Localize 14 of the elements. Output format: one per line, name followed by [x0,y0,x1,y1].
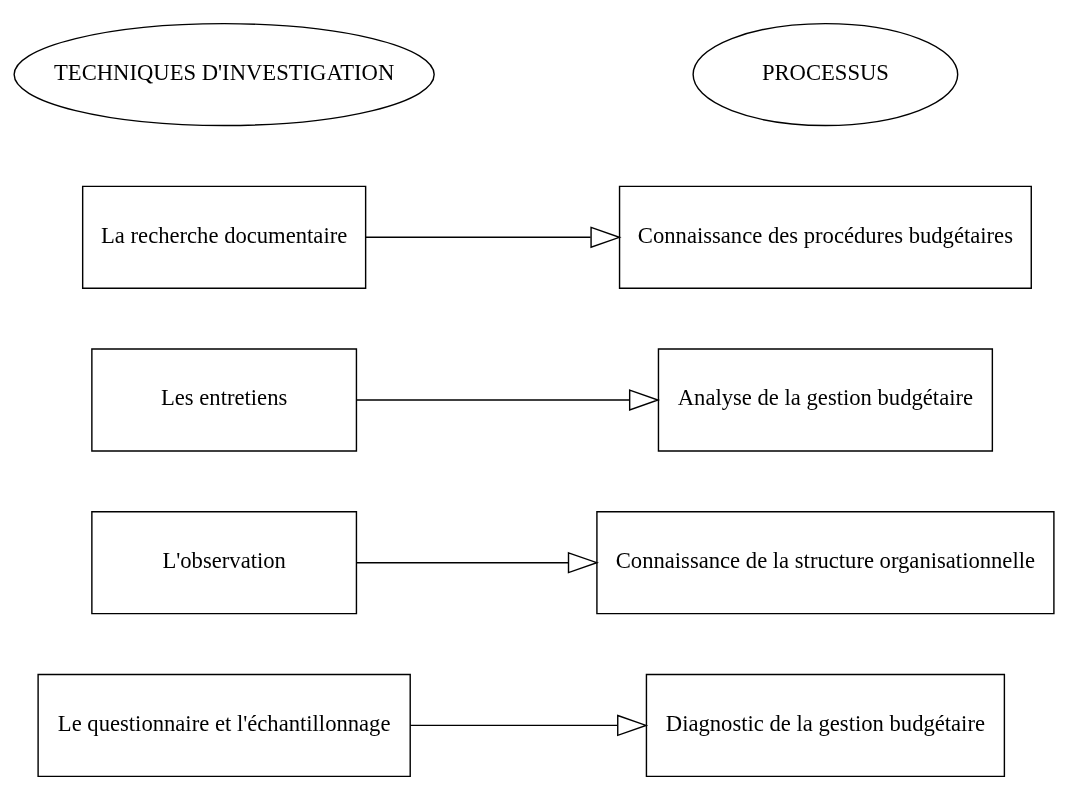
node-ellipse: PROCESSUS [692,22,959,127]
node-box: Analyse de la gestion budgétaire [657,348,994,452]
node-box: Le questionnaire et l'échantillonnage [37,673,411,778]
node-box: Les entretiens [91,348,358,452]
node-box: L'observation [91,511,358,615]
node-box: Connaissance de la structure organisationnelle [596,511,1055,615]
node-box: Connaissance des procédures budgétaires [618,185,1032,289]
node-ellipse: TECHNIQUES D'INVESTIGATION [13,22,435,127]
arrow [355,551,599,574]
arrow [355,389,661,411]
arrow [409,714,649,737]
node-box: La recherche documentaire [81,185,367,289]
node-box: Diagnostic de la gestion budgétaire [645,673,1006,778]
arrow [365,226,622,249]
